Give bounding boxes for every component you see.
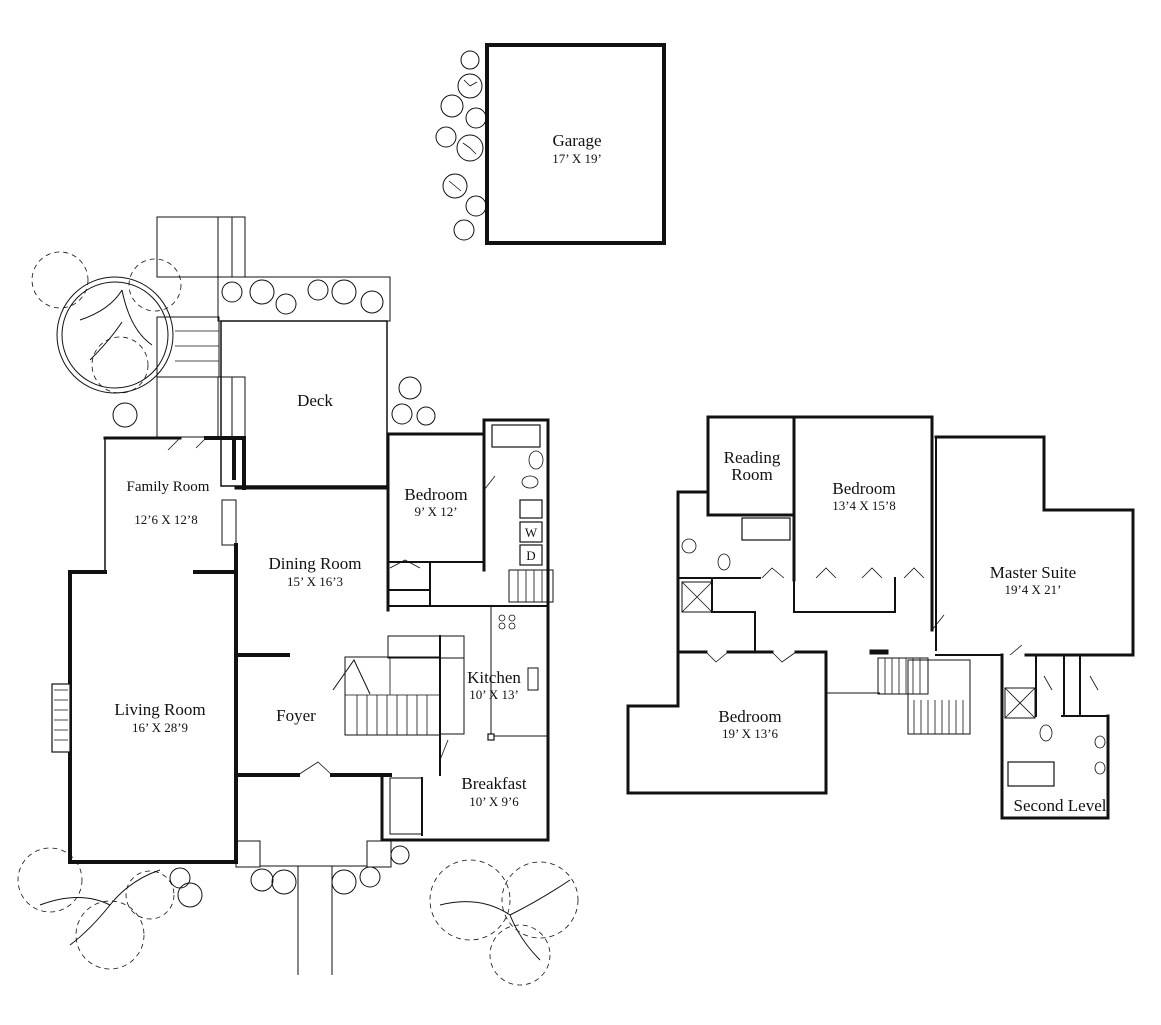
kitchen-dimensions: 10’ X 13’	[469, 687, 519, 702]
bedroom-upper-label: Bedroom	[832, 479, 895, 498]
breakfast-dimensions: 10’ X 9’6	[469, 794, 519, 809]
living-room-dimensions: 16’ X 28’9	[132, 720, 188, 735]
living-room-label: Living Room	[114, 700, 205, 719]
deck-label: Deck	[297, 391, 333, 410]
tree-northwest	[31, 251, 182, 428]
dryer-label: D	[526, 548, 535, 563]
family-room-dimensions: 12’6 X 12’8	[134, 512, 198, 527]
main-floor-labels: Family Room 12’6 X 12’8 Dining Room 15’ …	[114, 479, 526, 809]
deck-planter-shrubs	[221, 279, 436, 426]
main-floor-walls: W D	[51, 418, 554, 975]
dining-room-label: Dining Room	[268, 554, 361, 573]
foyer-label: Foyer	[276, 706, 316, 725]
dining-room-dimensions: 15’ X 16’3	[287, 574, 343, 589]
garage-label: Garage	[552, 131, 601, 150]
garage-dimensions: 17’ X 19’	[552, 151, 602, 166]
tree-south	[429, 859, 579, 986]
kitchen-label: Kitchen	[467, 668, 521, 687]
bedroom-first-label: Bedroom	[404, 485, 467, 504]
garage: Garage 17’ X 19’	[485, 43, 666, 245]
reading-room-label-line1: Reading	[724, 448, 781, 467]
bedroom-lower-label: Bedroom	[718, 707, 781, 726]
bedroom-first-dimensions: 9’ X 12’	[414, 504, 457, 519]
master-suite-dimensions: 19’4 X 21’	[1004, 582, 1061, 597]
second-level-caption: Second Level	[1014, 796, 1107, 815]
washer-label: W	[525, 525, 538, 540]
tree-southwest	[17, 847, 203, 970]
second-level-walls	[626, 415, 1135, 820]
breakfast-label: Breakfast	[461, 774, 526, 793]
rear-walkway	[156, 216, 246, 438]
entry-shrubs	[250, 845, 410, 895]
deck: Deck	[217, 276, 391, 487]
bedroom-lower-dimensions: 19’ X 13’6	[722, 726, 779, 741]
second-level-labels: Reading Room Bedroom 13’4 X 15’8 Master …	[718, 448, 1106, 815]
family-room-label: Family Room	[127, 479, 210, 495]
reading-room-label-line2: Room	[731, 465, 773, 484]
bedroom-upper-dimensions: 13’4 X 15’8	[832, 498, 896, 513]
master-suite-label: Master Suite	[990, 563, 1076, 582]
garage-shrubs	[435, 50, 487, 241]
